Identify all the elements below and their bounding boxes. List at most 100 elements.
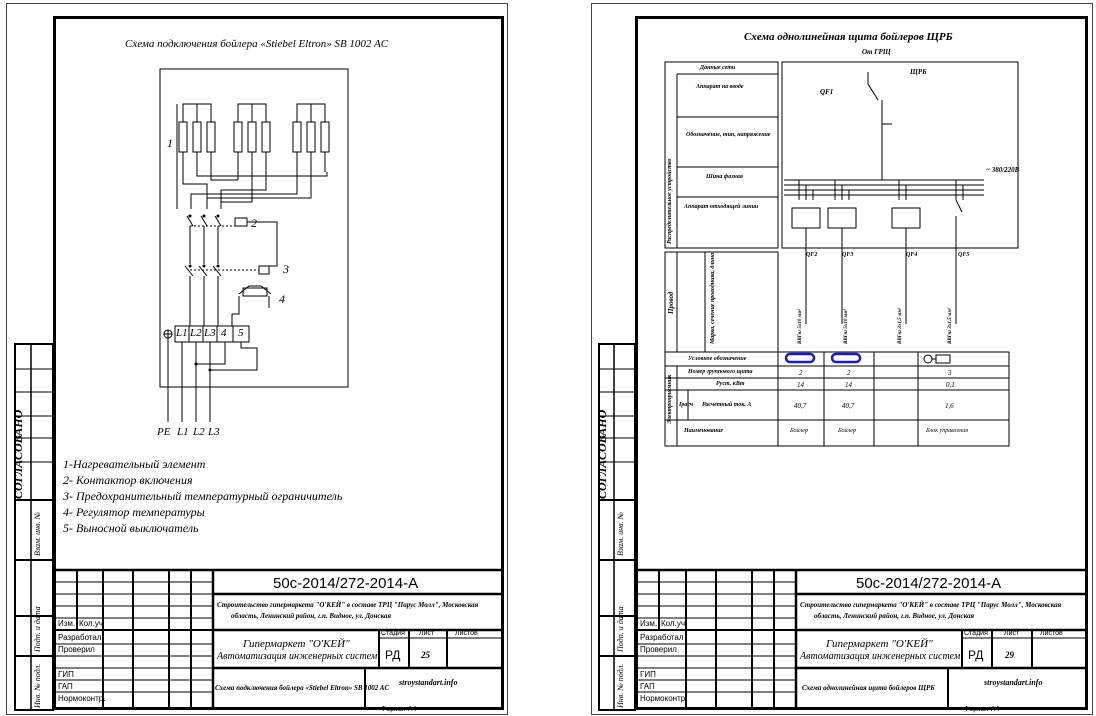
sheet-value: 29 (1005, 650, 1014, 660)
company-line-1: Гипермаркет "О'КЕЙ" (826, 638, 933, 650)
company-line-1: Гипермаркет "О'КЕЙ" (243, 638, 350, 650)
company-line-2: Автоматизация инженерных систем (800, 651, 961, 662)
heater-group-2 (233, 103, 271, 180)
current-value: 40,7 (842, 402, 855, 410)
site-link[interactable]: stroystandart.info (984, 678, 1043, 687)
terminal-l1: L1 (176, 327, 188, 339)
doc-code: 50с-2014/272-2014-А (856, 575, 1002, 592)
stage-value: РД (385, 648, 401, 662)
org-line-1: Строительство гипермаркета "О'КЕЙ" в сос… (217, 601, 479, 609)
feeder-1 (791, 180, 821, 324)
feeder-id: QF5 (958, 252, 970, 258)
group-number: 2 (799, 369, 803, 377)
row-izm: Изм. (58, 619, 76, 628)
company-line-2: Автоматизация инженерных систем (217, 651, 378, 662)
sheet-value: 25 (421, 650, 430, 660)
power-value: 14 (845, 381, 852, 389)
row-normokontr: Нормоконтр. (640, 694, 688, 703)
sheet-label: Лист (419, 630, 435, 637)
current-value: 40,7 (794, 402, 807, 410)
terminal-4: 4 (221, 327, 227, 339)
wire-pe: PE (157, 426, 171, 438)
feeder-4 (955, 180, 964, 324)
table-row-input: Аппарат на вводе (696, 84, 744, 90)
title-block-lines (56, 568, 501, 708)
cons-row-power: Руст, кВт (716, 381, 745, 387)
drawing-name: Схема подключения бойлера «Stiebel Eltro… (215, 684, 390, 692)
feeder-id: QF3 (842, 252, 854, 258)
consumer-name: Бойлер (838, 428, 856, 434)
row-izm: Изм. (640, 619, 658, 628)
org-line-1: Строительство гипермаркета "О'КЕЙ" в сос… (800, 601, 1062, 609)
label-cutout: 3 (283, 262, 289, 276)
terminal-l3: L3 (204, 327, 216, 339)
legend-item: 1-Нагревательный элемент (63, 457, 206, 471)
row-kol: Кол.уч (661, 619, 685, 628)
power-value: 0,1 (946, 381, 955, 389)
row-prover: Проверил (58, 645, 95, 654)
title-block-lines (638, 568, 1085, 708)
diagram-title: Схема подключения бойлера «Stiebel Eltro… (125, 38, 389, 50)
sheets-label: Листов (1040, 630, 1063, 637)
cons-row-symbol: Условное обозначение (688, 356, 747, 362)
org-line-2: область, Ленинский район, г.п. Видное, у… (814, 612, 975, 620)
drawing-sheet-left: СОГЛАСОВАНО Взам. инв. № Подп. и дата Ин… (6, 3, 508, 715)
drawing-sheet-right: СОГЛАСОВАНО Взам. инв. № Подп. и дата Ин… (591, 3, 1093, 715)
cons-row-name: Наименование (684, 428, 724, 434)
legend: 1-Нагревательный элемент 2- Контактор вк… (63, 456, 342, 536)
doc-code: 50с-2014/272-2014-А (273, 575, 419, 592)
diagram-title: Схема однолинейная щита бойлеров ЩРБ (744, 31, 953, 43)
side-block-lines (598, 343, 636, 711)
source-label: От ГРЩ (862, 48, 891, 56)
label-regulator: 4 (279, 292, 285, 306)
row-gip: ГИП (640, 670, 656, 679)
site-link[interactable]: stroystandart.info (399, 678, 458, 687)
label-heater: 1 (167, 136, 173, 150)
legend-item: 3- Предохранительный температурный огран… (63, 489, 343, 503)
table-row-outgoing: Аппарат отходящей линии (684, 204, 759, 210)
format-label: Формат А4 (964, 706, 1000, 713)
legend-item: 5- Выносной выключатель (63, 521, 199, 535)
table-row-network: Данные сети (700, 65, 736, 71)
stage-label: Стадия (964, 630, 988, 637)
current-value: 1,6 (945, 402, 954, 410)
cons-row-current: Расчетный ток, А (702, 402, 752, 408)
drawing-frame (635, 16, 1088, 710)
sheet-label: Лист (1004, 630, 1020, 637)
power-value: 14 (797, 381, 804, 389)
row-gap: ГАП (640, 682, 655, 691)
side-block-lines (14, 343, 54, 711)
row-kol: Кол.уч (79, 619, 103, 628)
group-number: 3 (948, 369, 952, 377)
group-number: 2 (847, 369, 851, 377)
panel-label: ЩРБ (910, 68, 927, 76)
label-contactor: 2 (251, 216, 257, 230)
terminal-l2: L2 (190, 327, 202, 339)
row-razrab: Разработал (58, 633, 102, 642)
row-normokontr: Нормоконтр. (58, 694, 106, 703)
sheets-label: Листов (455, 630, 478, 637)
feeder-3 (891, 180, 921, 324)
feeder-2 (827, 180, 857, 324)
format-label: Формат А4 (381, 706, 417, 713)
stage-label: Стадия (381, 630, 405, 637)
table-row-bus: Шина фазная (706, 174, 743, 180)
drawing-frame (53, 16, 504, 710)
single-line-diagram (664, 61, 1019, 447)
table-row-designation: Обозначение, тип, напряжение (686, 132, 771, 138)
terminal-5: 5 (238, 327, 244, 339)
legend-item: 2- Контактор включения (63, 473, 193, 487)
consumer-name: Бойлер (790, 428, 808, 434)
row-gap: ГАП (58, 682, 73, 691)
wire-l3: L3 (208, 426, 220, 438)
cons-row-group: Номер группового щита (688, 369, 753, 375)
heater-group-3 (292, 103, 330, 172)
main-breaker: QF1 (820, 88, 834, 96)
wire-l1: L1 (177, 426, 189, 438)
consumer-name: Блок управления (926, 428, 968, 434)
cons-ustan: Iрасч (679, 402, 694, 408)
row-prover: Проверил (640, 645, 677, 654)
heater-group-1 (178, 103, 216, 172)
feeder-id: QF4 (906, 252, 918, 258)
org-line-2: область, Ленинский район, г.п. Видное, у… (231, 612, 392, 620)
